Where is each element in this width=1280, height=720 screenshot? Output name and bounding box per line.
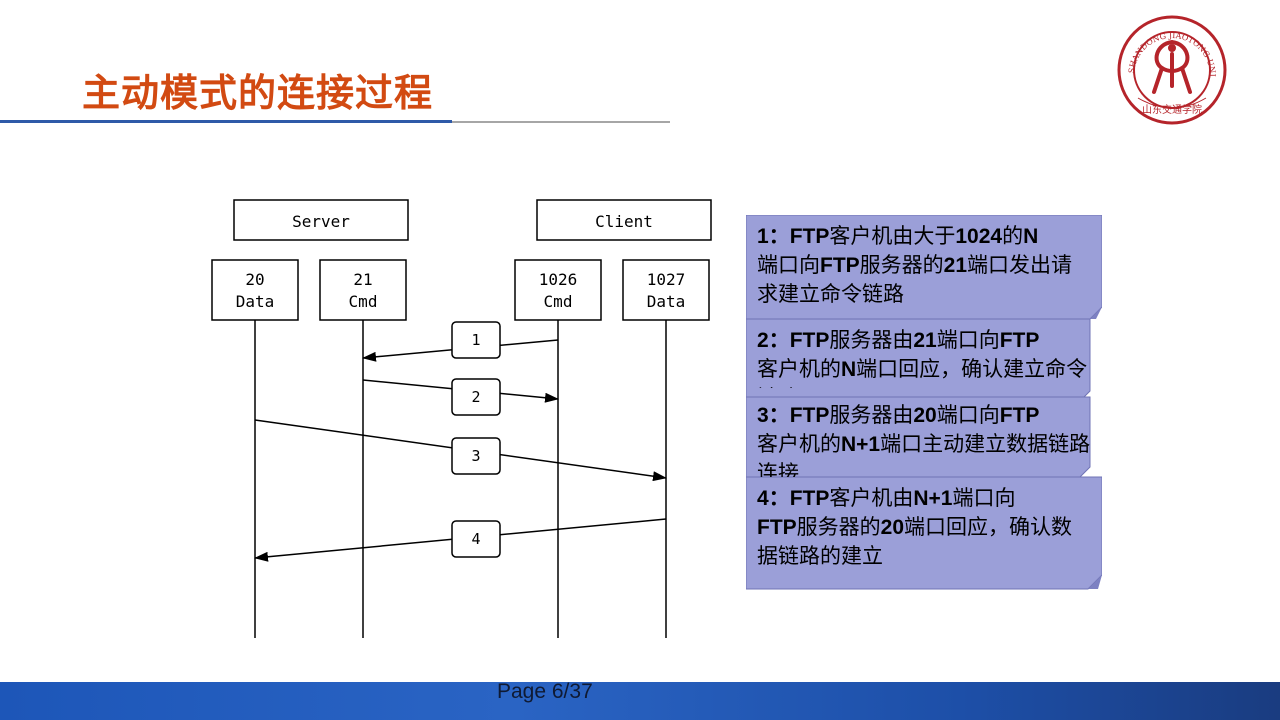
port-box-1026 — [514, 259, 602, 321]
university-logo-icon: SHANDONG JIAOTONG UNIVERSITY 山东交通学院 — [1116, 14, 1227, 125]
port-21-role: Cmd — [349, 292, 378, 311]
port-20-number: 20 — [245, 270, 264, 289]
title-underline-gray — [452, 121, 670, 123]
note-boxes — [746, 215, 1102, 590]
step-label-4: 4 — [471, 530, 480, 548]
client-label: Client — [595, 212, 653, 231]
port-box-21 — [319, 259, 407, 321]
step-label-1: 1 — [471, 331, 480, 349]
server-label: Server — [292, 212, 350, 231]
client-box — [536, 199, 712, 241]
slide-title: 主动模式的连接过程 — [82, 71, 434, 115]
port-box-20 — [211, 259, 299, 321]
step-label-2: 2 — [471, 388, 480, 406]
port-21-number: 21 — [353, 270, 372, 289]
ftp-active-mode-diagram: Server Client 20 Data 21 Cmd 1026 Cmd 10… — [211, 199, 712, 638]
step-box-2 — [451, 378, 501, 416]
page-number: Page 6/37 — [497, 680, 593, 703]
step-box-1 — [451, 321, 501, 359]
step-box-3 — [451, 437, 501, 475]
port-1026-role: Cmd — [544, 292, 573, 311]
port-1027-role: Data — [647, 292, 686, 311]
title-underline-blue — [0, 120, 452, 123]
port-20-role: Data — [236, 292, 275, 311]
port-box-1027 — [622, 259, 710, 321]
footer-bar — [0, 682, 1280, 720]
step-label-3: 3 — [471, 447, 480, 465]
port-1027-number: 1027 — [647, 270, 686, 289]
step-box-4 — [451, 520, 501, 558]
port-1026-number: 1026 — [539, 270, 578, 289]
server-box — [233, 199, 409, 241]
logo-seal-text: 山东交通学院 — [1142, 103, 1202, 116]
